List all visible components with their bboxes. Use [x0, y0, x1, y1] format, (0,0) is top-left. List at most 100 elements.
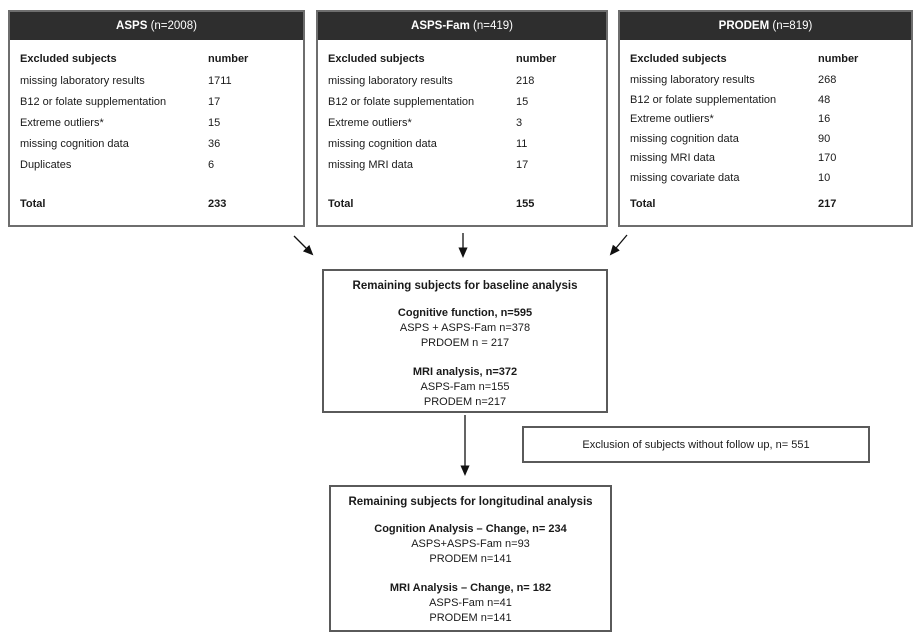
table-row: Duplicates 6: [20, 155, 293, 176]
total-label: Total: [328, 198, 354, 210]
cohort-name: PRODEM: [718, 20, 770, 32]
table-row: missing covariate data 10: [630, 169, 901, 189]
arrow-prodem-to-baseline: [609, 234, 628, 256]
row-value: 170: [818, 152, 837, 164]
column-header-label: Excluded subjects: [630, 53, 727, 65]
cognitive-function-group: Cognitive function, n=595 ASPS + ASPS-Fa…: [324, 305, 606, 351]
table-row: missing laboratory results 218: [328, 71, 596, 92]
table-row: missing cognition data 11: [328, 134, 596, 155]
row-label: missing laboratory results: [328, 75, 453, 87]
group-line: ASPS + ASPS-Fam n=378: [399, 322, 531, 334]
row-label: B12 or folate supplementation: [20, 96, 167, 108]
baseline-box-title: Remaining subjects for baseline analysis: [352, 280, 578, 292]
row-value: 10: [818, 171, 831, 184]
row-label: B12 or folate supplementation: [328, 96, 475, 108]
panel-header-asps-fam: ASPS-Fam (n=419): [318, 12, 606, 40]
group-heading: MRI analysis, n=372: [412, 366, 518, 378]
panel-body: Excluded subjects number missing laborat…: [10, 40, 303, 225]
group-line: PRODEM n=217: [423, 396, 507, 408]
row-value: 16: [818, 113, 831, 125]
cohort-count: (n=2008): [150, 20, 197, 32]
table-row: Extreme outliers* 3: [328, 113, 596, 134]
group-line: ASPS-Fam n=155: [420, 381, 510, 393]
cohort-count: (n=819): [772, 20, 813, 32]
total-value: 155: [516, 198, 535, 210]
total-row: Total 155: [328, 193, 596, 215]
baseline-analysis-box: Remaining subjects for baseline analysis…: [322, 269, 608, 413]
row-label: missing cognition data: [328, 138, 437, 150]
table-row: missing cognition data 36: [20, 134, 293, 155]
row-value: 268: [818, 74, 837, 86]
mri-analysis-group: MRI analysis, n=372 ASPS-Fam n=155 PRODE…: [324, 364, 606, 410]
panel-header-asps: ASPS (n=2008): [10, 12, 303, 40]
row-label: missing MRI data: [630, 152, 715, 164]
row-label: missing laboratory results: [630, 74, 755, 86]
column-header-value: number: [208, 53, 249, 65]
row-label: missing MRI data: [328, 159, 413, 171]
group-line: PRODEM n=141: [429, 553, 512, 565]
column-header-value: number: [818, 53, 859, 65]
table-row: missing laboratory results 268: [630, 71, 901, 91]
group-heading: Cognitive function, n=595: [397, 307, 533, 319]
table-row: missing MRI data 17: [328, 155, 596, 176]
total-label: Total: [20, 198, 46, 210]
row-value: 48: [818, 93, 831, 106]
row-label: missing covariate data: [630, 171, 740, 184]
group-heading: MRI Analysis – Change, n= 182: [389, 582, 552, 594]
followup-exclusion-box: Exclusion of subjects without follow up,…: [522, 426, 870, 463]
row-label: missing laboratory results: [20, 75, 145, 87]
longitudinal-analysis-box: Remaining subjects for longitudinal anal…: [329, 485, 612, 632]
row-value: 90: [818, 132, 831, 145]
row-value: 1711: [208, 75, 232, 87]
row-value: 17: [208, 96, 221, 108]
table-row: Extreme outliers* 16: [630, 110, 901, 130]
total-value: 233: [208, 198, 227, 210]
exclusion-text: Exclusion of subjects without follow up,…: [582, 438, 810, 451]
cohort-name: ASPS: [116, 20, 148, 32]
table-header-row: Excluded subjects number: [20, 48, 293, 71]
column-header-label: Excluded subjects: [20, 53, 117, 65]
row-label: Duplicates: [20, 159, 72, 171]
group-line: ASPS+ASPS-Fam n=93: [411, 538, 530, 550]
row-label: Extreme outliers*: [630, 113, 714, 125]
group-line: PRDOEM n = 217: [420, 337, 510, 349]
column-header-label: Excluded subjects: [328, 53, 425, 65]
table-row: B12 or folate supplementation 48: [630, 91, 901, 111]
panel-body: Excluded subjects number missing laborat…: [620, 40, 911, 225]
table-header-row: Excluded subjects number: [630, 48, 901, 71]
total-row: Total 217: [630, 193, 901, 215]
table-row: missing MRI data 170: [630, 149, 901, 169]
table-row: B12 or folate supplementation 17: [20, 92, 293, 113]
row-value: 17: [516, 159, 529, 171]
cognition-change-group: Cognition Analysis – Change, n= 234 ASPS…: [331, 521, 610, 567]
row-label: B12 or folate supplementation: [630, 93, 777, 106]
row-value: 218: [516, 75, 535, 87]
arrow-asps-to-baseline: [293, 235, 314, 256]
cohort-panel-asps-fam: ASPS-Fam (n=419) Excluded subjects numbe…: [316, 10, 608, 227]
panel-body: Excluded subjects number missing laborat…: [318, 40, 606, 225]
row-value: 3: [516, 117, 523, 129]
group-line: PRODEM n=141: [429, 612, 512, 624]
panel-header-prodem: PRODEM (n=819): [620, 12, 911, 40]
cohort-name: ASPS-Fam: [411, 20, 470, 32]
row-value: 36: [208, 138, 221, 150]
table-header-row: Excluded subjects number: [328, 48, 596, 71]
total-value: 217: [818, 198, 837, 210]
cohort-panel-prodem: PRODEM (n=819) Excluded subjects number …: [618, 10, 913, 227]
table-row: Extreme outliers* 15: [20, 113, 293, 134]
group-line: ASPS-Fam n=41: [429, 597, 512, 609]
total-row: Total 233: [20, 193, 293, 215]
mri-change-group: MRI Analysis – Change, n= 182 ASPS-Fam n…: [331, 580, 610, 626]
table-row: B12 or folate supplementation 15: [328, 92, 596, 113]
group-heading: Cognition Analysis – Change, n= 234: [374, 523, 567, 535]
row-label: Extreme outliers*: [20, 117, 104, 129]
row-value: 15: [516, 96, 529, 108]
table-row: missing cognition data 90: [630, 130, 901, 150]
row-label: missing cognition data: [630, 132, 739, 145]
cohort-panel-asps: ASPS (n=2008) Excluded subjects number m…: [8, 10, 305, 227]
row-value: 15: [208, 117, 221, 129]
row-value: 6: [208, 159, 215, 171]
row-label: missing cognition data: [20, 138, 129, 150]
row-label: Extreme outliers*: [328, 117, 412, 129]
